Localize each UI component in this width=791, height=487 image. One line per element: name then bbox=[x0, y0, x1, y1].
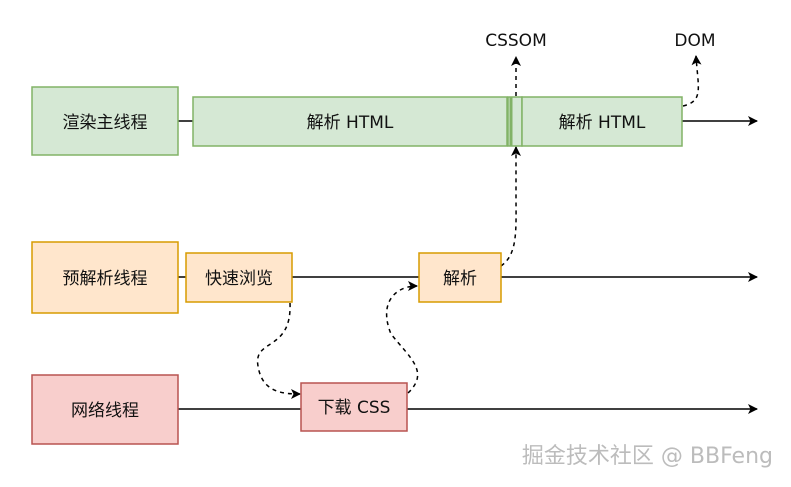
parse-html-block-2-label: 解析 HTML bbox=[559, 113, 646, 133]
dom-label: DOM bbox=[674, 31, 715, 51]
download-to-parse-arrow bbox=[385, 281, 419, 394]
download-css-block-label: 下载 CSS bbox=[318, 398, 391, 418]
main-thread-to-dom-arrow bbox=[682, 55, 702, 107]
main-thread-box bbox=[31, 86, 179, 156]
preparse-thread-label: 预解析线程 bbox=[63, 269, 148, 289]
quick-scan-block-label: 快速浏览 bbox=[205, 269, 273, 289]
quick-scan-to-download-arrow bbox=[256, 302, 301, 399]
parse-html-block-1-label: 解析 HTML bbox=[307, 113, 394, 133]
parse-to-main-thread-arrow bbox=[500, 146, 521, 267]
cssom-label: CSSOM bbox=[485, 31, 547, 51]
preparse-thread-box bbox=[31, 241, 179, 314]
network-thread-label: 网络线程 bbox=[71, 401, 139, 421]
parse-html-block-1 bbox=[192, 96, 508, 147]
parse-html-block-2 bbox=[521, 96, 683, 147]
watermark-text: 掘金技术社区 @ BBFeng bbox=[522, 444, 773, 469]
parse-block-label: 解析 bbox=[443, 269, 477, 289]
parse-block bbox=[418, 252, 502, 303]
download-css-block bbox=[300, 382, 408, 432]
main-thread-label: 渲染主线程 bbox=[63, 113, 148, 133]
network-thread-box bbox=[31, 374, 179, 445]
quick-scan-block bbox=[185, 252, 293, 303]
